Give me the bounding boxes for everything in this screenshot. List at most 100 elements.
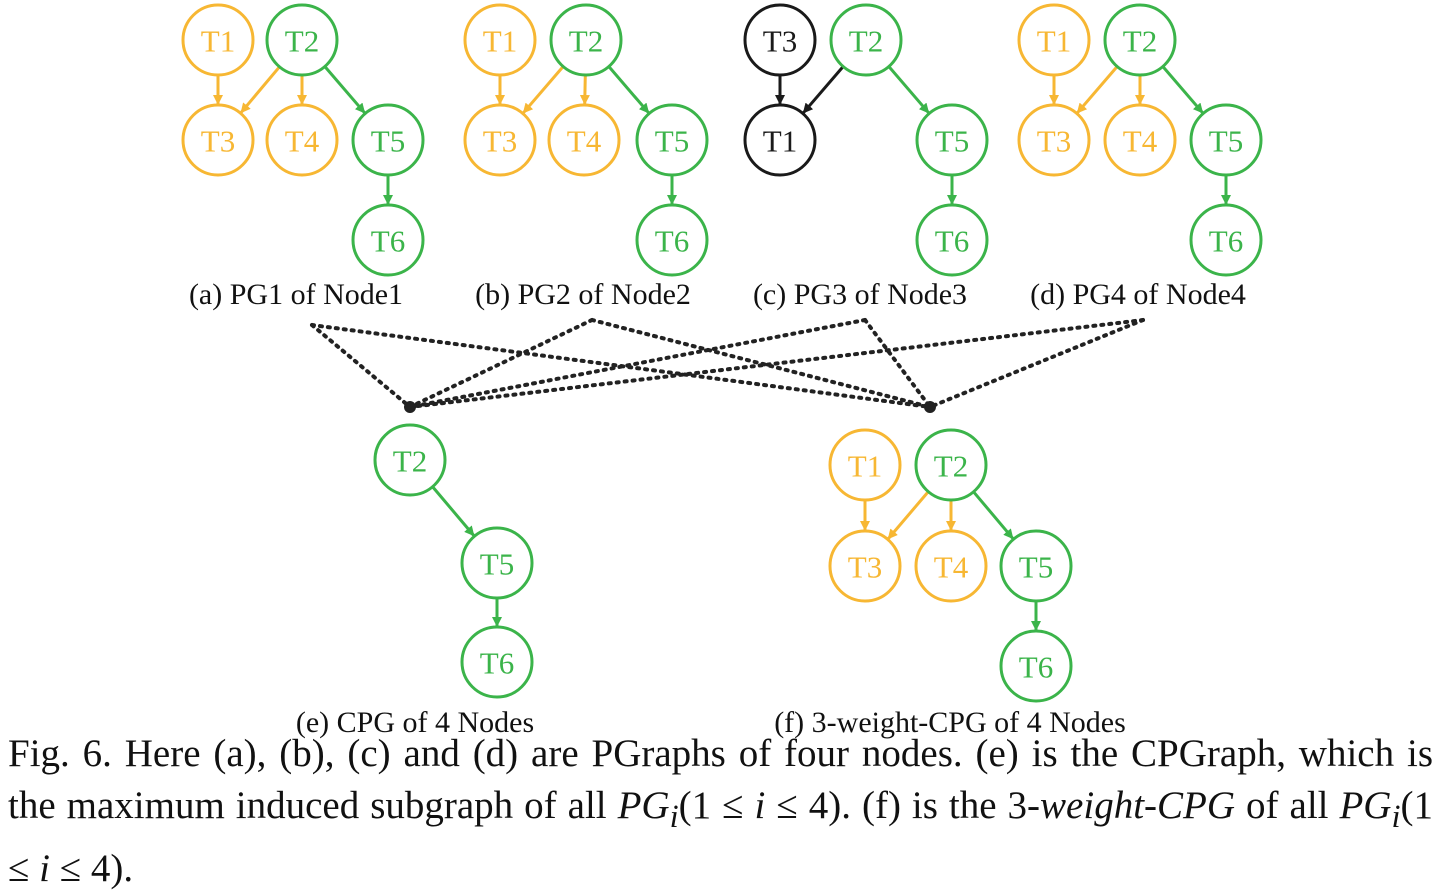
edge-t2-to-t1: [802, 65, 845, 114]
node-circle: [549, 3, 623, 77]
node-label: T3: [848, 550, 882, 585]
node-circle: [999, 629, 1073, 703]
math-i-2: i: [39, 846, 50, 890]
node-label: T1: [201, 24, 235, 59]
node-circle: [265, 103, 339, 177]
node-circle: [460, 625, 534, 699]
node-t1: T1: [181, 3, 255, 77]
dotted-link-c-e: [408, 318, 867, 409]
dotted-link-d-e: [408, 318, 1145, 409]
node-t6: T6: [1189, 203, 1263, 277]
node-t2: T2: [914, 428, 988, 502]
node-t6: T6: [999, 629, 1073, 703]
node-t3: T3: [828, 529, 902, 603]
edge-t2-to-t5: [431, 485, 475, 537]
node-t4: T4: [547, 103, 621, 177]
node-label: T1: [483, 24, 517, 59]
edge-t2-to-t5: [887, 65, 930, 114]
node-t2: T2: [265, 3, 339, 77]
node-label: T5: [371, 124, 405, 159]
node-label: T2: [393, 444, 427, 479]
node-t1: T1: [743, 103, 817, 177]
node-t5: T5: [351, 103, 425, 177]
caption-text-3: of all: [1235, 784, 1340, 827]
node-t3: T3: [1017, 103, 1091, 177]
dotted-link-b-e: [408, 318, 594, 409]
node-t6: T6: [460, 625, 534, 699]
node-circle: [265, 3, 339, 77]
node-t6: T6: [915, 203, 989, 277]
node-label: T2: [569, 24, 603, 59]
math-cpg: CPG: [1157, 784, 1236, 827]
subfigure-caption-e: (e) CPG of 4 Nodes: [296, 706, 534, 739]
node-t5: T5: [915, 103, 989, 177]
node-label: T6: [935, 224, 969, 259]
node-t1: T1: [463, 3, 537, 77]
math-pg-2: PG: [1339, 784, 1392, 827]
dotted-link-a-e: [310, 323, 412, 409]
node-label: T4: [567, 124, 602, 159]
caption-period: .: [123, 846, 134, 890]
node-t5: T5: [1189, 103, 1263, 177]
math-i: i: [754, 784, 766, 827]
node-t6: T6: [351, 203, 425, 277]
node-t1: T1: [1017, 3, 1091, 77]
math-range-close: ≤ 4): [765, 784, 842, 827]
node-label: T3: [1037, 124, 1071, 159]
node-t4: T4: [1103, 103, 1177, 177]
dotted-link-a-f: [310, 323, 932, 409]
node-circle: [828, 529, 902, 603]
node-t4: T4: [265, 103, 339, 177]
node-circle: [351, 203, 425, 277]
node-circle: [463, 103, 537, 177]
node-circle: [1103, 103, 1177, 177]
node-label: T2: [849, 24, 883, 59]
node-circle: [914, 529, 988, 603]
node-circle: [915, 203, 989, 277]
dotted-link-b-f: [590, 318, 932, 409]
node-label: T5: [1209, 124, 1243, 159]
subfigure-caption-b: (b) PG2 of Node2: [475, 278, 691, 311]
subfigure-caption-f: (f) 3-weight-CPG of 4 Nodes: [774, 706, 1126, 739]
node-label: T4: [1123, 124, 1158, 159]
node-t2: T2: [829, 3, 903, 77]
node-circle: [181, 103, 255, 177]
subfigure-caption-d: (d) PG4 of Node4: [1030, 278, 1246, 311]
node-circle: [1189, 203, 1263, 277]
node-circle: [1103, 3, 1177, 77]
node-t5: T5: [999, 529, 1073, 603]
node-circle: [999, 529, 1073, 603]
node-circle: [828, 428, 902, 502]
math-range-open-2: (1 ≤: [8, 784, 1434, 890]
figure-caption: Fig. 6. Here (a), (b), (c) and (d) are P…: [8, 728, 1433, 895]
dotted-link-c-f: [863, 318, 932, 409]
node-circle: [635, 103, 709, 177]
edge-t2-to-t5: [323, 65, 366, 114]
node-t4: T4: [914, 529, 988, 603]
node-circle: [460, 526, 534, 600]
junction-dot-e: [404, 401, 416, 413]
node-label: T5: [480, 547, 514, 582]
edge-t2-to-t3: [1076, 65, 1119, 114]
node-label: T1: [1037, 24, 1071, 59]
node-circle: [635, 203, 709, 277]
node-circle: [914, 428, 988, 502]
junction-dot-f: [924, 401, 936, 413]
node-circle: [1017, 3, 1091, 77]
node-t5: T5: [635, 103, 709, 177]
caption-text-2: . (f) is the 3-: [841, 784, 1041, 827]
node-circle: [829, 3, 903, 77]
node-circle: [743, 103, 817, 177]
node-label: T1: [848, 449, 882, 484]
subfigure-caption-c: (c) PG3 of Node3: [753, 278, 967, 311]
node-circle: [373, 423, 447, 497]
node-label: T2: [934, 449, 968, 484]
math-range-close-2: ≤ 4): [50, 846, 124, 890]
